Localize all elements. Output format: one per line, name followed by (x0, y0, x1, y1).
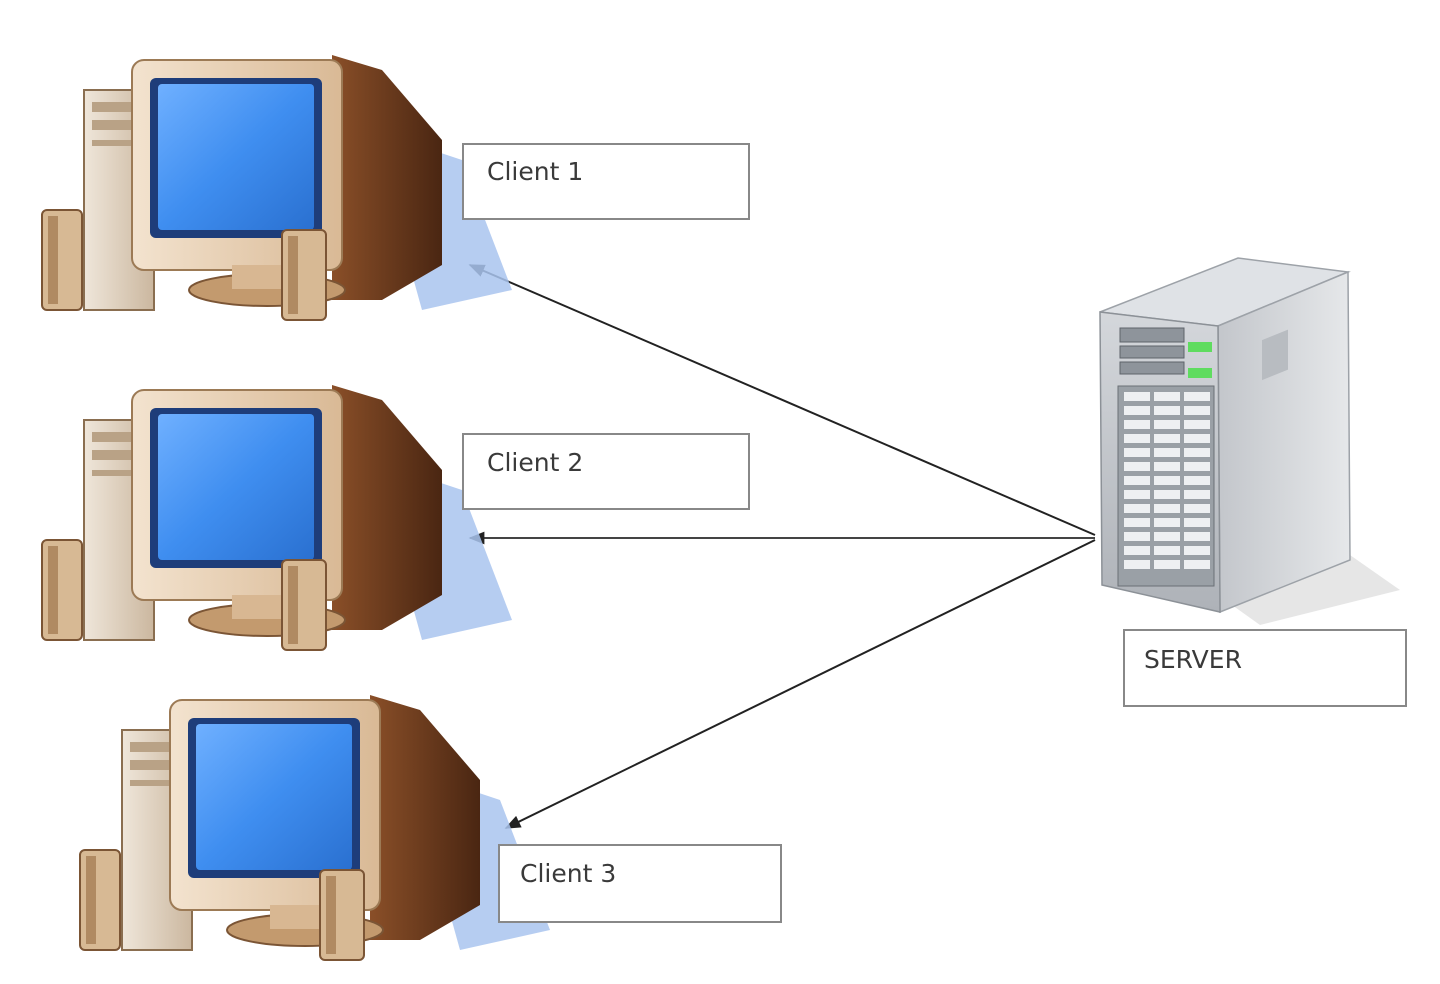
edge-server-client-3 (504, 539, 1096, 829)
client-1-node: Client 1 (41, 54, 750, 321)
server-label: SERVER (1144, 645, 1242, 674)
client-3-node: Client 3 (79, 694, 782, 961)
client-3-label-box (498, 844, 782, 923)
server-node: SERVER (1099, 257, 1407, 707)
client-1-label: Client 1 (487, 157, 583, 186)
edge-server-client-1 (468, 264, 1096, 536)
client-2-node: Client 2 (41, 384, 750, 651)
server-label-box (1123, 629, 1407, 707)
desktop-computer-icon (79, 694, 551, 961)
server-tower-icon (1099, 257, 1400, 625)
desktop-computer-icon (41, 54, 513, 321)
client-2-label-box (462, 433, 750, 510)
client-3-label: Client 3 (520, 859, 616, 888)
client-2-label: Client 2 (487, 448, 583, 477)
client-1-label-box (462, 143, 750, 220)
desktop-computer-icon (41, 384, 513, 651)
